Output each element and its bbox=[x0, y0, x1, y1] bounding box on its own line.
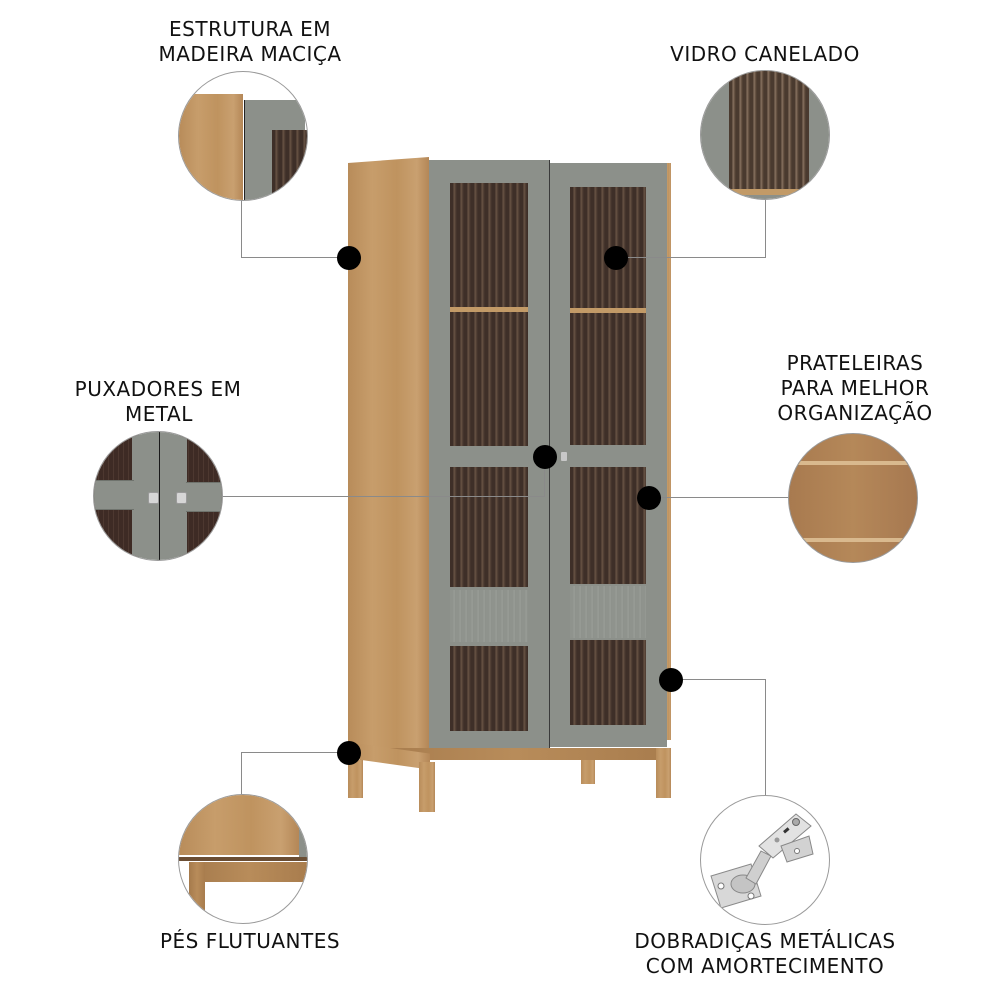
detail-prateleiras-image bbox=[788, 433, 918, 563]
detail-puxadores-image bbox=[93, 431, 223, 561]
detail-shelf-top bbox=[789, 461, 917, 465]
marker-estrutura bbox=[337, 246, 361, 270]
leader-puxadores-v bbox=[544, 456, 545, 497]
detail-pes-rail bbox=[189, 862, 307, 882]
leader-estrutura-v bbox=[241, 200, 242, 258]
detail-vidro-image bbox=[700, 70, 830, 200]
label-estrutura: ESTRUTURA EM MADEIRA MACIÇA bbox=[150, 17, 350, 67]
marker-puxadores bbox=[533, 445, 557, 469]
leader-pes-v bbox=[241, 752, 242, 798]
label-vidro: VIDRO CANELADO bbox=[660, 42, 870, 67]
leader-estrutura-h bbox=[241, 257, 349, 258]
detail-puxadores-left-rail bbox=[94, 480, 134, 510]
leader-dobradicas-h bbox=[671, 679, 766, 680]
left-shelf-visible bbox=[450, 307, 528, 312]
detail-shelf-bottom bbox=[789, 538, 917, 542]
right-glass-middle bbox=[570, 467, 646, 584]
base-rail-front bbox=[360, 748, 670, 760]
door-handle-right bbox=[561, 452, 567, 461]
label-pes: PÉS FLUTUANTES bbox=[150, 929, 350, 954]
handle-icon-left bbox=[148, 492, 159, 504]
detail-vidro-glass bbox=[729, 71, 809, 191]
label-prateleiras: PRATELEIRAS PARA MELHOR ORGANIZAÇÃO bbox=[760, 351, 950, 426]
label-dobradicas-line2: COM AMORTECIMENTO bbox=[645, 954, 885, 978]
marker-vidro bbox=[604, 246, 628, 270]
leg-back-right bbox=[656, 748, 671, 798]
left-glass-middle bbox=[450, 467, 528, 587]
detail-vidro-shelf bbox=[729, 189, 809, 195]
detail-dobradicas-image bbox=[700, 795, 830, 925]
marker-dobradicas bbox=[659, 668, 683, 692]
label-dobradicas: DOBRADIÇAS METÁLICAS COM AMORTECIMENTO bbox=[620, 929, 910, 979]
left-fluted-band bbox=[450, 590, 528, 642]
detail-puxadores-right-rail bbox=[186, 482, 222, 512]
leader-dobradicas-v bbox=[765, 679, 766, 796]
detail-pes-leg bbox=[189, 862, 205, 923]
label-dobradicas-line1: DOBRADIÇAS METÁLICAS bbox=[634, 929, 896, 953]
cabinet-side-panel bbox=[348, 157, 429, 755]
leader-prateleiras-h bbox=[648, 497, 789, 498]
label-prateleiras-line3: ORGANIZAÇÃO bbox=[777, 401, 933, 425]
label-vidro-line1: VIDRO CANELADO bbox=[670, 42, 860, 66]
detail-puxadores-center-gap bbox=[159, 432, 160, 560]
right-glass-upper bbox=[570, 187, 646, 445]
label-puxadores: PUXADORES EM METAL bbox=[68, 377, 248, 427]
detail-wood-side bbox=[179, 94, 243, 200]
label-puxadores-line2: METAL bbox=[125, 402, 193, 426]
label-prateleiras-line2: PARA MELHOR bbox=[780, 376, 930, 400]
label-prateleiras-line1: PRATELEIRAS bbox=[786, 351, 924, 375]
leader-pes-h bbox=[241, 752, 349, 753]
detail-glass bbox=[272, 130, 307, 200]
marker-pes bbox=[337, 741, 361, 765]
leader-vidro-v bbox=[765, 198, 766, 258]
left-glass-lower bbox=[450, 646, 528, 731]
leg-back-middle bbox=[581, 760, 595, 784]
label-pes-line1: PÉS FLUTUANTES bbox=[159, 929, 341, 953]
detail-pes-image bbox=[178, 794, 308, 924]
detail-pes-shadow bbox=[179, 857, 307, 861]
hinge-icon bbox=[710, 813, 814, 909]
left-glass-upper bbox=[450, 183, 528, 446]
label-puxadores-line1: PUXADORES EM bbox=[74, 377, 242, 401]
leader-vidro-h bbox=[616, 257, 766, 258]
label-estrutura-line2: MADEIRA MACIÇA bbox=[158, 42, 342, 66]
leg-front-left bbox=[348, 760, 363, 798]
cabinet-right-edge bbox=[665, 163, 671, 740]
detail-pes-body bbox=[179, 795, 299, 855]
detail-pes-door-edge bbox=[299, 795, 307, 857]
right-fluted-band bbox=[570, 586, 646, 638]
leg-front-right bbox=[419, 762, 435, 812]
label-estrutura-line1: ESTRUTURA EM bbox=[169, 17, 331, 41]
right-glass-lower bbox=[570, 640, 646, 725]
handle-icon-right bbox=[176, 492, 187, 504]
leader-puxadores-h bbox=[222, 496, 544, 497]
marker-prateleiras bbox=[637, 486, 661, 510]
detail-estrutura-image bbox=[178, 71, 308, 201]
right-shelf-visible bbox=[570, 308, 646, 313]
